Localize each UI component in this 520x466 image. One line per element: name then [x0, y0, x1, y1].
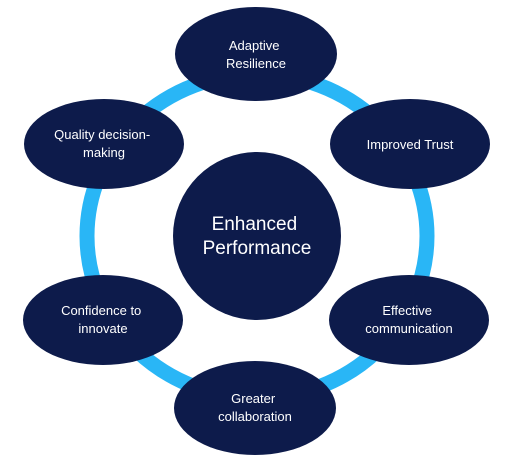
node-quality-decision-making-line-2: making: [83, 145, 125, 160]
center-node: Enhanced Performance: [173, 152, 341, 320]
node-effective-communication-line-1: Effective: [382, 303, 432, 318]
node-confidence-to-innovate-line-2: innovate: [78, 321, 127, 336]
center-label-line-1: Enhanced: [212, 214, 298, 235]
center-circle: [173, 152, 341, 320]
svg-text:Greater collaboration: Greater collaboration: [218, 391, 292, 424]
svg-text:Adaptive Resilience: Adaptive Resilience: [226, 38, 286, 71]
node-greater-collaboration-line-2: collaboration: [218, 409, 292, 424]
node-improved-trust: Improved Trust: [330, 99, 490, 189]
node-effective-communication-line-2: communication: [365, 321, 452, 336]
node-adaptive-resilience-line-1: Adaptive: [229, 38, 280, 53]
node-effective-communication: Effective communication: [329, 275, 489, 365]
center-label-line-2: Performance: [203, 238, 312, 259]
node-adaptive-resilience-line-2: Resilience: [226, 56, 286, 71]
node-confidence-to-innovate: Confidence to innovate: [23, 275, 183, 365]
svg-text:Effective communication: Effective communication: [365, 303, 452, 336]
node-quality-decision-making-line-1: Quality decision-: [54, 127, 150, 142]
svg-text:Confidence to innovate: Confidence to innovate: [61, 303, 145, 336]
node-effective-communication-shape: [329, 275, 489, 365]
node-greater-collaboration-shape: [174, 361, 336, 455]
node-quality-decision-making: Quality decision- making: [24, 99, 184, 189]
node-quality-decision-making-shape: [24, 99, 184, 189]
node-confidence-to-innovate-shape: [23, 275, 183, 365]
svg-text:Improved Trust: Improved Trust: [367, 137, 454, 152]
node-adaptive-resilience-shape: [175, 7, 337, 101]
node-greater-collaboration-line-1: Greater: [231, 391, 276, 406]
node-confidence-to-innovate-line-1: Confidence to: [61, 303, 141, 318]
svg-text:Quality decision- making: Quality decision- making: [54, 127, 154, 160]
node-improved-trust-shape: [330, 99, 490, 189]
node-adaptive-resilience: Adaptive Resilience: [175, 7, 337, 101]
node-improved-trust-line-1: Improved Trust: [367, 137, 454, 152]
svg-text:Enhanced Performance: Enhanced Performance: [203, 214, 312, 259]
node-greater-collaboration: Greater collaboration: [174, 361, 336, 455]
